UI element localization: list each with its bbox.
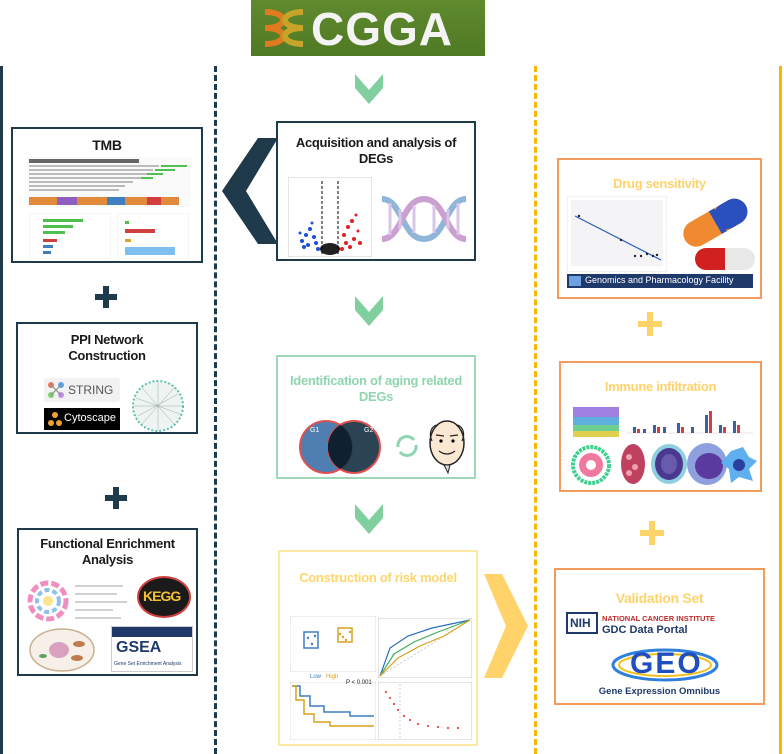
plus-icon [105, 487, 127, 509]
gpf-footer-text: Genomics and Pharmacology Facility [585, 275, 734, 285]
immune-infiltration-panel: Immune infiltration [559, 361, 762, 492]
tmb-title: TMB [92, 137, 122, 153]
left-solid-line [0, 66, 3, 754]
legend-low: Low [310, 674, 322, 680]
cytoscape-label: Cytoscape [64, 412, 116, 424]
cell-organelle-icon [29, 628, 95, 672]
risk-model-panel: Construction of risk model Low High P < … [278, 550, 478, 746]
mutation-summary-chart [29, 213, 111, 259]
down-arrow-icon [355, 296, 383, 326]
immune-boxplots [627, 411, 753, 434]
logo-text: CGGA [311, 3, 453, 55]
plus-icon [95, 286, 117, 308]
ppi-network-graph [132, 380, 184, 432]
volcano-plot [288, 177, 372, 257]
left-dashed-divider [214, 66, 217, 754]
cycle-arrows-icon [396, 435, 418, 457]
down-arrow-icon [355, 74, 383, 104]
immune-title: Immune infiltration [604, 379, 717, 394]
gsea-header-bar [112, 627, 192, 637]
lasso-lambda-plot [378, 682, 472, 740]
roc-curve-plot [378, 618, 472, 678]
enrichment-panel: Functional Enrichment Analysis KEGG GSEA… [17, 528, 198, 676]
km-survival-plot [290, 682, 376, 740]
degs-panel-title: Acquisition and analysis of DEGs [295, 135, 457, 166]
enrichment-barplot [75, 585, 127, 619]
risk-model-title: Construction of risk model [299, 570, 457, 585]
oncoplot-chart [27, 157, 191, 207]
aging-panel-title: Identification of aging related DEGs [290, 373, 462, 404]
venn-label-g2: G2 [364, 427, 374, 434]
risk-boxplot [290, 616, 376, 672]
string-logo: STRING [44, 378, 120, 402]
elderly-face-icon [429, 420, 465, 475]
string-label: STRING [68, 383, 114, 397]
gsea-subtitle: Gene Set Enrichment Analysis [114, 661, 182, 667]
go-circle-plot [27, 580, 69, 622]
km-pvalue: P < 0.001 [346, 680, 372, 686]
drug-title: Drug sensitivity [613, 176, 706, 191]
down-arrow-icon [355, 504, 383, 534]
kegg-label: KEGG [143, 588, 181, 604]
drug-sensitivity-panel: Drug sensitivity Genomics and Pharmacolo… [557, 158, 762, 299]
right-solid-line [779, 66, 782, 754]
ppi-title: PPI Network Construction [68, 332, 146, 363]
legend-high: High [326, 674, 339, 680]
plus-icon [640, 521, 664, 545]
degs-analysis-panel: Acquisition and analysis of DEGs [276, 121, 476, 261]
ppi-panel: PPI Network Construction STRING Cytoscap… [16, 322, 198, 434]
string-network-icon [48, 382, 64, 398]
dna-logo-icon [264, 9, 304, 47]
immune-stacked-bar [573, 407, 619, 437]
right-chevron-arrow-icon [484, 574, 528, 678]
nih-logo: NIH [566, 612, 598, 634]
variant-class-chart [117, 213, 189, 259]
gsea-logo: GSEA Gene Set Enrichment Analysis [111, 626, 193, 672]
geo-label: GEO [630, 647, 703, 680]
gdc-label: GDC Data Portal [602, 624, 688, 636]
validation-title: Validation Set [615, 590, 704, 606]
gpf-logo-icon [569, 276, 581, 286]
cytoscape-icon [48, 412, 62, 426]
correlation-scatter-plot [567, 196, 667, 272]
enrichment-title: Functional Enrichment Analysis [40, 536, 175, 567]
immune-cell-icons [621, 443, 757, 485]
cgga-logo: CGGA [251, 0, 485, 56]
validation-set-panel: Validation Set NIH NATIONAL CANCER INSTI… [554, 568, 765, 705]
immune-radial-chart [571, 445, 611, 485]
geo-subtitle: Gene Expression Omnibus [598, 686, 721, 697]
venn-label-g1: G1 [310, 427, 320, 434]
geo-logo: GEO [610, 646, 720, 684]
cytoscape-logo: Cytoscape [44, 408, 120, 430]
aging-degs-panel: Identification of aging related DEGs G1 … [276, 355, 476, 479]
dna-helix-icon [381, 195, 467, 243]
left-chevron-arrow-icon [222, 138, 278, 244]
right-dashed-divider [534, 66, 537, 754]
geo-swoosh-icon [611, 648, 719, 682]
nci-label: NATIONAL CANCER INSTITUTE [602, 614, 716, 623]
tmb-panel: TMB [11, 127, 203, 263]
gsea-label: GSEA [116, 639, 162, 656]
nih-label: NIH [570, 616, 591, 630]
venn-diagram [299, 420, 381, 474]
kegg-logo: KEGG [137, 576, 191, 618]
plus-icon [638, 312, 662, 336]
drug-capsule-icon [683, 198, 755, 270]
gpf-footer-bar: Genomics and Pharmacology Facility [567, 274, 753, 288]
